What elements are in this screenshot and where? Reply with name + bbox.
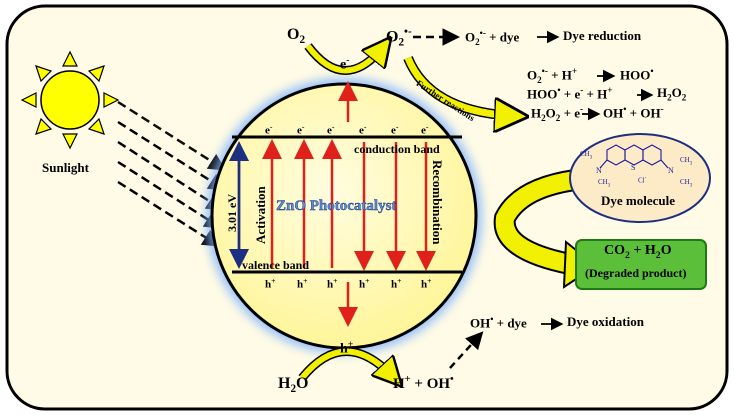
reaction-arrows — [537, 30, 654, 331]
reaction-oh-product: OH• + OH- — [603, 104, 664, 121]
degraded-product-label: (Degraded product) — [585, 266, 687, 280]
dye-molecule-label: Dye molecule — [601, 193, 676, 208]
recombination-arrows — [354, 142, 436, 271]
dye-oxidation-label: Dye oxidation — [567, 314, 644, 329]
molecule-n-right: N — [668, 166, 674, 175]
hole-2: h+ — [297, 276, 308, 291]
activation-label: Activation — [253, 186, 268, 244]
catalyst-label: ZnO Photocatalyst — [276, 198, 397, 214]
electron-2: e- — [297, 122, 305, 137]
molecule-ch3-left-bottom: CH3 — [598, 178, 611, 189]
electron-5: e- — [391, 122, 399, 137]
molecule-ch3-left-top: CH3 — [580, 150, 593, 161]
electron-transfer-label: e- — [340, 55, 350, 73]
hole-1: h+ — [265, 276, 276, 291]
product-formula: CO2 + H2O — [604, 243, 672, 261]
molecule-ch3-right-top: CH3 — [680, 156, 693, 167]
reaction-hoo-product: HOO• — [620, 66, 654, 83]
sun-icon — [20, 50, 120, 150]
hole-transfer-label: h+ — [340, 339, 354, 357]
valence-band-label: valence band — [242, 258, 310, 272]
superoxide-label: O2•- — [386, 26, 412, 49]
product-box — [575, 239, 707, 290]
hole-6: h+ — [421, 276, 432, 291]
molecule-ch3-right-bottom: CH3 — [680, 178, 693, 189]
dye-molecule-structure — [599, 144, 669, 169]
molecule-n-left: N — [596, 166, 602, 175]
reaction-h2o2-formation: HOO• + e- + H+ — [527, 85, 613, 102]
dye-molecule-ellipse — [569, 133, 711, 223]
o2-label: O2 — [287, 26, 306, 47]
band-gap-label: 3.01 eV — [225, 194, 239, 232]
light-rays — [117, 100, 227, 247]
molecule-cl: Cl- — [638, 176, 647, 185]
dye-reduction-label: Dye reduction — [563, 28, 642, 43]
reaction-oh-formation: H2O2 + e- — [531, 104, 584, 123]
further-reactions-arrow — [404, 56, 515, 116]
degradation-arrow — [495, 171, 577, 273]
molecule-s: S — [631, 163, 636, 172]
sunlight-label: Sunlight — [42, 160, 89, 175]
reaction-dye-reduction: O2•- + dye — [465, 28, 520, 47]
h2o-label: H2O — [278, 375, 309, 396]
recombination-label: Recombination — [430, 160, 445, 245]
conduction-band-label: conduction band — [354, 142, 440, 156]
h-plus-oh-label: H+ + OH• — [393, 374, 454, 392]
electron-1: e- — [265, 122, 273, 137]
top-curve-arrow — [305, 46, 384, 74]
reaction-h2o2-product: H2O2 — [657, 85, 687, 103]
hole-5: h+ — [391, 276, 402, 291]
hole-4: h+ — [359, 276, 370, 291]
electron-4: e- — [359, 122, 367, 137]
reaction-hoo-formation: O2•- + H+ — [527, 66, 578, 85]
electron-6: e- — [421, 122, 429, 137]
activation-arrows — [262, 139, 342, 268]
bottom-curve-arrow — [299, 348, 394, 379]
electron-3: e- — [327, 122, 335, 137]
hole-3: h+ — [327, 276, 338, 291]
reaction-dye-oxidation: OH• + dye — [470, 314, 527, 331]
dashed-arrow-oxidation — [449, 331, 484, 369]
